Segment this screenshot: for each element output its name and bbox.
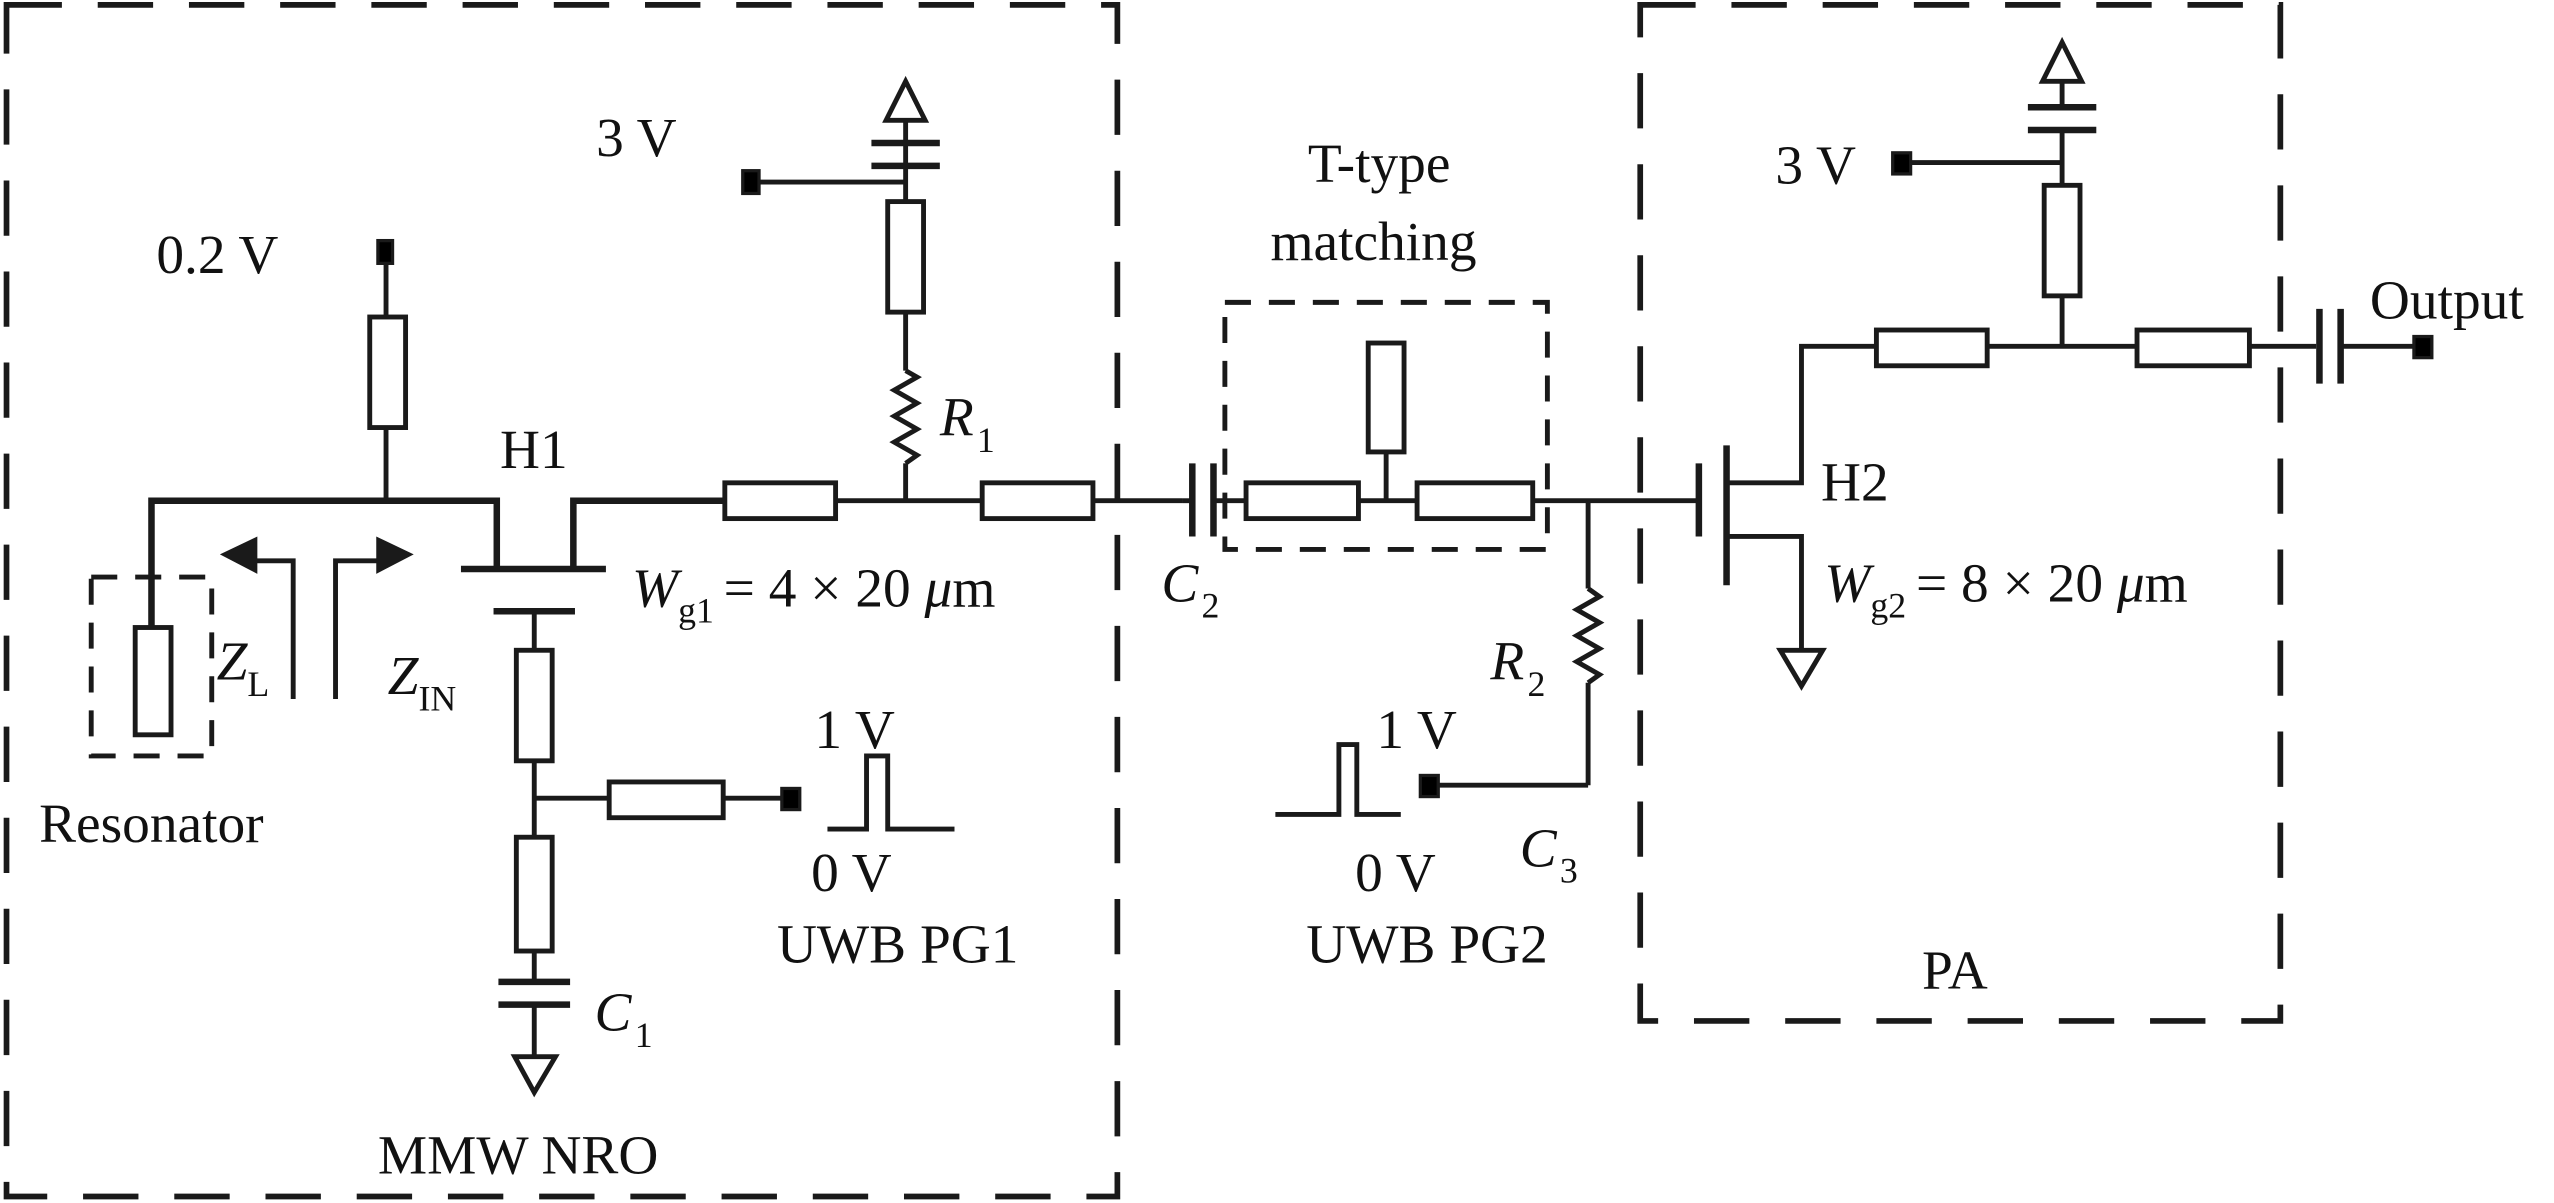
capacitor-output: [2316, 308, 2344, 384]
matching-block-outline: [1222, 299, 1550, 552]
label-zl: ZL: [217, 631, 270, 704]
ground-icon-nro: [510, 1054, 560, 1098]
nro-block-outline: [3, 2, 1121, 1200]
pg2-pulse-icon: [1275, 742, 1401, 817]
tline-pg1-feed: [606, 779, 726, 821]
label-pg1-low: 0 V: [811, 842, 892, 903]
transistor-h1: [460, 497, 725, 615]
zl-arrow-icon: [219, 536, 296, 700]
label-vdd-pa: 3 V: [1775, 135, 1856, 196]
pa-block-outline: [1637, 2, 2284, 1024]
label-vdd-nro: 3 V: [596, 107, 677, 168]
label-resonator: Resonator: [39, 793, 263, 854]
label-pa: PA: [1922, 939, 1988, 1000]
tline-match-left: [1243, 480, 1361, 522]
tline-source-1: [513, 647, 555, 764]
label-pg2-low: 0 V: [1355, 842, 1436, 903]
resistor-r1: [889, 368, 922, 466]
tline-match-stub: [1365, 340, 1407, 455]
bias-terminal-0p2v: [376, 238, 395, 265]
label-nro: MMW NRO: [378, 1125, 658, 1186]
vdd-terminal-nro: [741, 169, 761, 196]
supply-icon-nro: [882, 75, 930, 123]
output-terminal: [2412, 334, 2434, 360]
ground-icon-pa: [1776, 647, 1827, 691]
pg1-terminal: [780, 786, 802, 812]
label-wg1: Wg1= 4 × 20 μm: [632, 557, 995, 630]
tline-match-right: [1414, 480, 1536, 522]
bypass-capacitor-pa: [2027, 104, 2097, 134]
resistor-r2: [1571, 586, 1605, 685]
tline-pa-out-2: [2134, 327, 2252, 369]
tline-bias-gate: [367, 314, 409, 430]
transistor-h2: [1695, 343, 1877, 651]
capacitor-c2: [1189, 463, 1217, 537]
label-h2: H2: [1821, 452, 1889, 513]
vdd-terminal-pa: [1891, 151, 1913, 176]
label-wg2: Wg2= 8 × 20 μm: [1824, 553, 2187, 626]
label-pg2: UWB PG2: [1306, 913, 1547, 974]
label-bias-gate: 0.2 V: [156, 224, 278, 285]
pg1-pulse-icon: [827, 753, 955, 832]
tline-pa-out-1: [1873, 327, 1990, 369]
zin-arrow-icon: [333, 536, 414, 700]
resonator-stub: [132, 625, 174, 738]
capacitor-c1: [498, 978, 571, 1008]
label-pg2-high: 1 V: [1376, 699, 1457, 760]
tline-vdd-pa: [2041, 182, 2083, 299]
label-matching-1: T-type: [1308, 133, 1450, 194]
label-zin: ZIN: [388, 645, 457, 718]
tline-source-2: [513, 834, 555, 954]
label-matching-2: matching: [1270, 211, 1476, 272]
tline-drain-2: [979, 480, 1096, 522]
label-h1: H1: [500, 419, 568, 480]
pg2-terminal: [1418, 773, 1440, 799]
supply-icon-pa: [2038, 36, 2086, 84]
tline-drain-1: [722, 480, 839, 522]
label-pg1: UWB PG1: [777, 913, 1018, 974]
label-output: Output: [2370, 270, 2524, 331]
tline-vdd-nro: [885, 199, 926, 315]
label-pg1-high: 1 V: [814, 699, 895, 760]
